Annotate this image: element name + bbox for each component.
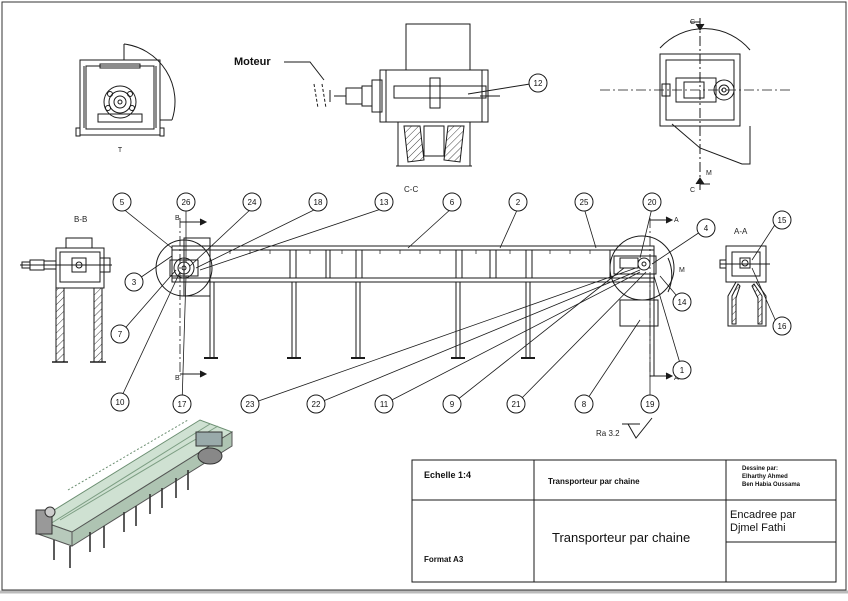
end-view-top-left: T (75, 43, 176, 154)
balloon-13: 13 (374, 192, 394, 212)
balloon-number: 8 (582, 400, 587, 409)
isometric-view (35, 419, 234, 568)
title-block-frame (411, 459, 837, 583)
cut-label-b-bottom: B (175, 375, 180, 382)
balloon-number: 21 (512, 400, 521, 409)
balloon-number: 26 (182, 198, 191, 207)
balloon-4: 4 (696, 218, 716, 238)
balloon-19: 19 (640, 394, 660, 414)
balloon-12: 12 (467, 73, 548, 95)
balloon-number: 15 (778, 216, 787, 225)
balloon-number: 11 (380, 400, 389, 409)
balloon-number: 4 (704, 224, 709, 233)
title-small: Transporteur par chaine (548, 477, 640, 486)
roughness-label: Ra 3.2 (596, 429, 620, 438)
label-m-top: M (706, 170, 712, 177)
drawn-by-name-2: Ben Habia Oussama (742, 482, 801, 488)
cut-label-b-top: B (175, 215, 180, 222)
balloon-22: 22 (306, 394, 326, 414)
section-cc-label: C-C (404, 185, 418, 194)
balloon-number: 14 (678, 298, 687, 307)
balloon-number: 5 (120, 198, 125, 207)
label-t: T (118, 147, 123, 154)
balloon-24: 24 (242, 192, 262, 212)
balloon-number: 7 (118, 330, 123, 339)
cut-label-c-top: C (690, 19, 695, 26)
cut-label-a-bottom: A (674, 375, 679, 382)
balloon-23: 23 (240, 394, 260, 414)
motor-label: Moteur (234, 56, 271, 68)
balloon-leaders (119, 207, 779, 405)
balloon-1: 1 (672, 360, 692, 380)
balloon-11: 11 (374, 394, 394, 414)
balloon-7: 7 (110, 324, 130, 344)
balloon-8: 8 (574, 394, 594, 414)
balloon-number: 19 (646, 400, 655, 409)
balloon-14: 14 (672, 292, 692, 312)
section-view-bb: B-B (20, 215, 112, 363)
supervised-label: Encadree par (730, 509, 797, 521)
scale-label: Echelle 1:4 (424, 470, 472, 480)
drawn-by-name-1: Elharthy Ahmed (742, 474, 788, 480)
balloon-17: 17 (172, 394, 192, 414)
balloon-15: 15 (772, 210, 792, 230)
balloon-5: 5 (112, 192, 132, 212)
balloon-21: 21 (506, 394, 526, 414)
sheet-border (1, 1, 847, 591)
balloon-6: 6 (442, 192, 462, 212)
motor-top-view: Moteur (234, 23, 500, 167)
balloon-20: 20 (642, 192, 662, 212)
balloon-number: 16 (778, 322, 787, 331)
balloon-number: 18 (314, 198, 323, 207)
main-front-view: C-C (155, 185, 685, 382)
section-view-aa: A-A (719, 227, 770, 327)
balloon-number: 17 (178, 400, 187, 409)
balloon-number: 24 (248, 198, 257, 207)
balloon-16: 16 (772, 316, 792, 336)
balloon-2: 2 (508, 192, 528, 212)
balloon-number: 9 (450, 400, 455, 409)
balloon-number: 22 (312, 400, 321, 409)
balloon-25: 25 (574, 192, 594, 212)
drawn-by-label: Dessine par: (742, 466, 779, 472)
title-large: Transporteur par chaine (552, 530, 691, 545)
balloon-number: 2 (516, 198, 521, 207)
balloon-18: 18 (308, 192, 328, 212)
format-label: Format A3 (424, 555, 464, 564)
roughness-symbol: Ra 3.2 (596, 417, 653, 439)
section-view-top-right: C C M (600, 18, 790, 194)
balloon-number: 3 (132, 278, 137, 287)
cut-label-c-bottom: C (690, 187, 695, 194)
label-m-main: M (679, 267, 685, 274)
svg-text:12: 12 (534, 79, 543, 88)
balloon-number: 1 (680, 366, 685, 375)
cut-label-a-top: A (674, 217, 679, 224)
supervisor-name: Djmel Fathi (730, 522, 786, 534)
balloon-number: 25 (580, 198, 589, 207)
balloon-number: 13 (380, 198, 389, 207)
section-bb-label: B-B (74, 215, 87, 224)
balloon-3: 3 (124, 272, 144, 292)
section-aa-label: A-A (734, 227, 748, 236)
balloon-number: 20 (648, 198, 657, 207)
balloon-number: 10 (116, 398, 125, 407)
balloon-10: 10 (110, 392, 130, 412)
balloon-number: 23 (246, 400, 255, 409)
balloon-number: 6 (450, 198, 455, 207)
balloon-9: 9 (442, 394, 462, 414)
balloon-26: 26 (176, 192, 196, 212)
